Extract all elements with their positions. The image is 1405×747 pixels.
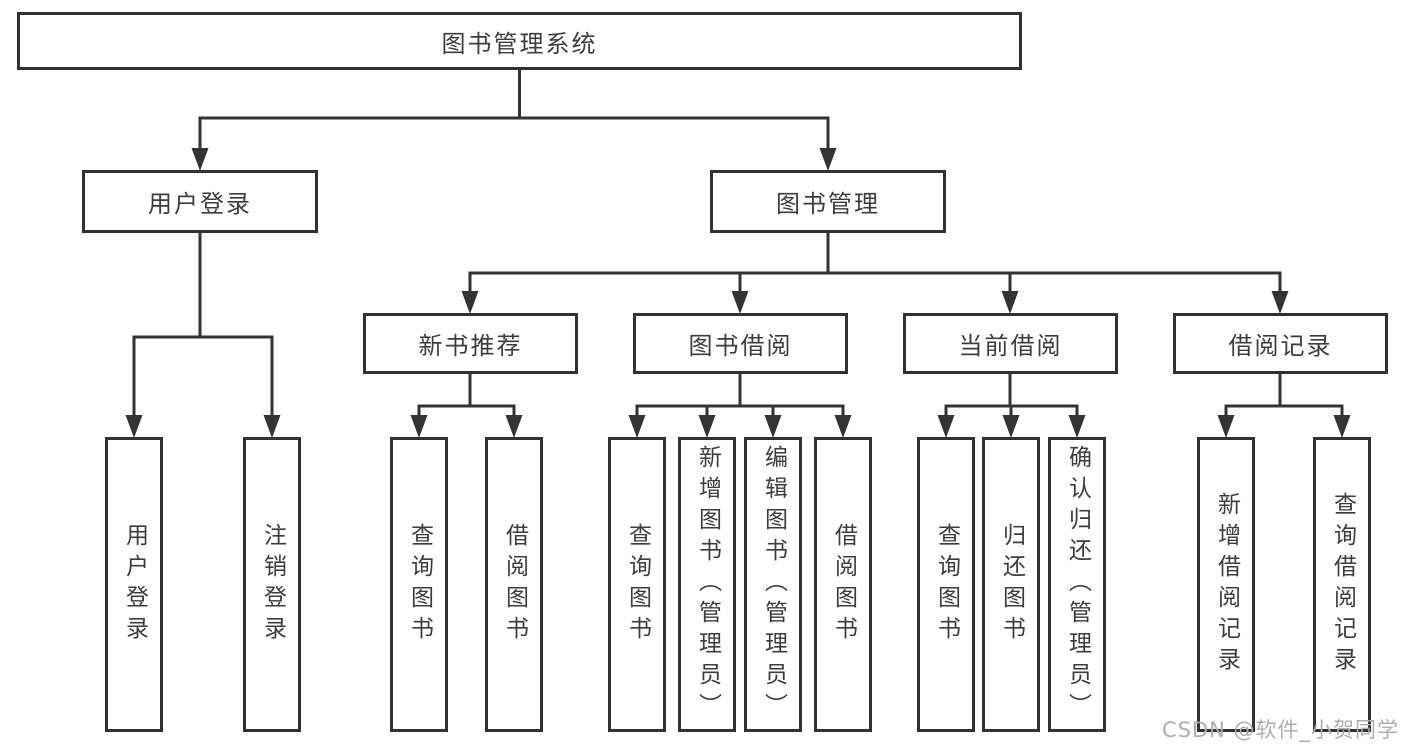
leaf-add-books-admin: 新增图书（管理员） [678, 437, 736, 732]
arrowhead-icon [834, 415, 852, 438]
leaf-logout-label: 注销登录 [259, 522, 286, 647]
arrowhead-icon [1002, 415, 1020, 438]
node-root: 图书管理系统 [17, 12, 1022, 70]
leaf-logout: 注销登录 [243, 437, 301, 732]
node-new-book-recommend: 新书推荐 [363, 313, 578, 374]
leaf-query-books-current-label: 查询图书 [933, 522, 960, 647]
node-root-label: 图书管理系统 [441, 29, 598, 58]
node-current-borrow: 当前借阅 [903, 313, 1118, 374]
leaf-return-books-label: 归还图书 [998, 522, 1025, 647]
node-book-mgmt: 图书管理 [710, 170, 946, 233]
node-borrow-records-label: 借阅记录 [1228, 332, 1333, 360]
arrowhead-icon [1271, 291, 1289, 314]
arrowhead-icon [461, 291, 479, 314]
leaf-add-books-admin-label: 新增图书（管理员） [694, 445, 721, 724]
node-new-book-recommend-label: 新书推荐 [418, 332, 523, 360]
leaf-query-books-recommend: 查询图书 [390, 437, 448, 732]
leaf-query-borrow-record-label: 查询借阅记录 [1329, 491, 1356, 678]
connector-book-borrow-children [635, 374, 845, 419]
leaf-add-borrow-record: 新增借阅记录 [1197, 437, 1255, 732]
node-current-borrow-label: 当前借阅 [958, 332, 1063, 360]
arrowhead-icon [1068, 415, 1086, 438]
leaf-user-login: 用户登录 [105, 437, 163, 732]
arrowhead-icon [628, 415, 646, 438]
arrowhead-icon [1333, 415, 1351, 438]
arrowhead-icon [819, 148, 837, 171]
leaf-edit-books-admin: 编辑图书（管理员） [744, 437, 802, 732]
node-user-login: 用户登录 [82, 170, 318, 233]
leaf-query-books-recommend-label: 查询图书 [406, 522, 433, 647]
node-book-mgmt-label: 图书管理 [776, 190, 880, 218]
arrowhead-icon [191, 148, 209, 171]
connector-borrow-records-children [1224, 374, 1344, 419]
connector-root-to-level2 [198, 68, 830, 152]
arrowhead-icon [764, 415, 782, 438]
leaf-add-borrow-record-label: 新增借阅记录 [1213, 491, 1240, 678]
connector-new-book-children [417, 374, 516, 419]
leaf-query-books-current: 查询图书 [917, 437, 975, 732]
arrowhead-icon [1001, 291, 1019, 314]
leaf-query-books-borrow-label: 查询图书 [624, 522, 651, 647]
leaf-confirm-return-admin: 确认归还（管理员） [1048, 437, 1106, 732]
arrowhead-icon [698, 415, 716, 438]
node-book-borrow: 图书借阅 [633, 313, 848, 374]
arrowhead-icon [731, 291, 749, 314]
arrowhead-icon [1217, 415, 1235, 438]
arrowhead-icon [505, 415, 523, 438]
node-borrow-records: 借阅记录 [1173, 313, 1388, 374]
arrowhead-icon [410, 415, 428, 438]
connector-book-mgmt-children [468, 233, 1282, 294]
arrowhead-icon [937, 415, 955, 438]
arrowhead-icon [263, 415, 281, 438]
leaf-borrow-books-recommend: 借阅图书 [485, 437, 543, 732]
leaf-user-login-label: 用户登录 [121, 522, 148, 647]
arrowhead-icon [125, 415, 143, 438]
leaf-query-borrow-record: 查询借阅记录 [1313, 437, 1371, 732]
node-book-borrow-label: 图书借阅 [688, 332, 793, 360]
csdn-watermark: CSDN @软件_小贺同学 [1161, 718, 1399, 742]
leaf-borrow-books-recommend-label: 借阅图书 [501, 522, 528, 647]
connector-current-borrow-children [944, 374, 1079, 419]
leaf-confirm-return-admin-label: 确认归还（管理员） [1064, 445, 1091, 724]
leaf-edit-books-admin-label: 编辑图书（管理员） [760, 445, 787, 724]
node-user-login-label: 用户登录 [148, 190, 252, 218]
leaf-borrow-books: 借阅图书 [814, 437, 872, 732]
leaf-query-books-borrow: 查询图书 [608, 437, 666, 732]
connector-user-login-children [132, 233, 274, 419]
leaf-return-books: 归还图书 [982, 437, 1040, 732]
leaf-borrow-books-label: 借阅图书 [830, 522, 857, 647]
